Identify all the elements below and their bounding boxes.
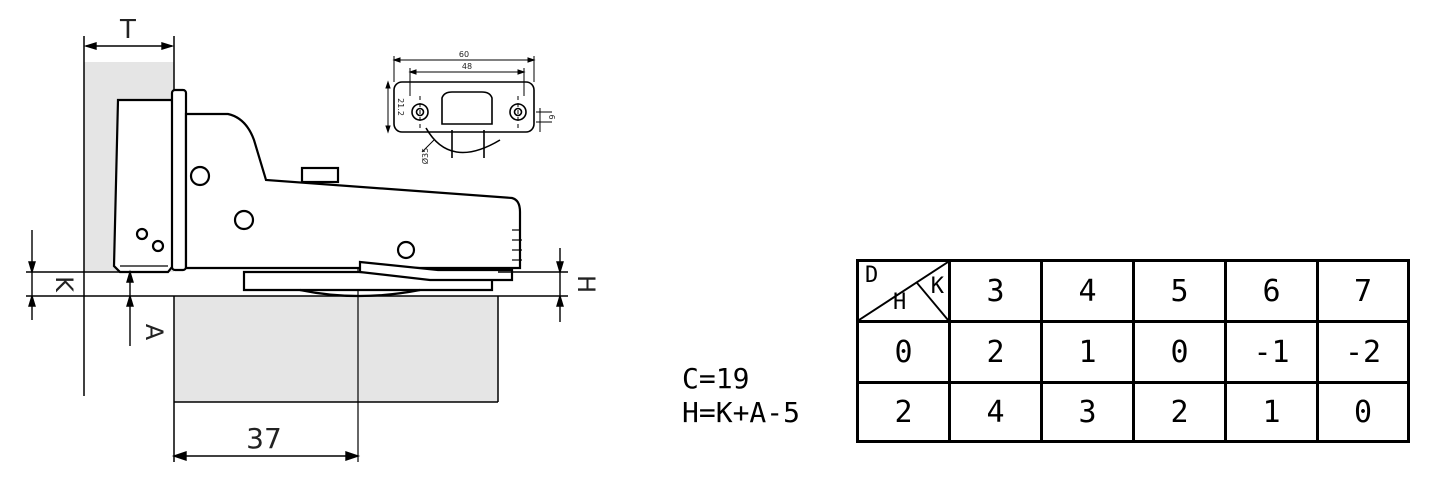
dimension-h-label: H: [572, 275, 600, 293]
corner-label-d: D: [865, 263, 879, 288]
table-header-cell: 4: [1043, 262, 1135, 323]
table-cell: 0: [1135, 323, 1227, 384]
adjustment-table: D K H 3 4 5 6 7 0 2 1 0 -1 -2 2 4 3 2 1 …: [856, 259, 1410, 443]
detail-dimension-lines: [385, 56, 552, 153]
detail-6-label: 6: [547, 114, 556, 119]
formula-c: C=19: [682, 362, 750, 395]
corner-diagonals: [859, 262, 948, 320]
table-cell: -2: [1319, 323, 1407, 384]
table-header-cell: 5: [1135, 262, 1227, 323]
table-cell: 4: [951, 384, 1043, 440]
corner-label-k: K: [930, 274, 944, 299]
table-header-cell: 7: [1319, 262, 1407, 323]
table-cell: 3: [1043, 384, 1135, 440]
table-corner-cell: D K H: [859, 262, 951, 323]
dimension-t: [83, 42, 175, 50]
detail-phi35-label: Ø35: [420, 148, 430, 164]
table-header-cell: 3: [951, 262, 1043, 323]
dimension-h: [498, 248, 568, 322]
dimension-a: [126, 269, 134, 346]
detail-60-label: 60: [459, 50, 469, 59]
dimension-t-label: T: [119, 15, 136, 45]
detail-212-label: 21.2: [396, 98, 405, 116]
hinge-ribs: [120, 229, 522, 267]
hinge-body: [112, 88, 522, 298]
table-cell: 0: [1353, 394, 1373, 430]
dimension-k: [26, 230, 84, 320]
dimension-k-label: K: [50, 276, 78, 293]
table-cell: 2: [951, 323, 1043, 384]
table-cell: -1: [1227, 323, 1319, 384]
dimension-a-label: A: [140, 324, 168, 341]
corner-label-h: H: [893, 290, 907, 315]
detail-48-label: 48: [462, 62, 472, 71]
table-cell: 2: [1135, 384, 1227, 440]
outline-lines: [83, 36, 499, 462]
table-cell: 1: [1043, 323, 1135, 384]
table-cell: 1: [1227, 384, 1319, 440]
door-panel: [174, 296, 498, 402]
table-cell: 0: [859, 323, 951, 384]
formula-h: H=K+A-5: [682, 396, 801, 429]
dimension-37-label: 37: [246, 422, 282, 455]
dimension-37: [171, 451, 361, 461]
table-header-cell: 6: [1227, 262, 1319, 323]
table-cell: 2: [859, 384, 951, 440]
mounting-plate-detail: [393, 81, 535, 158]
